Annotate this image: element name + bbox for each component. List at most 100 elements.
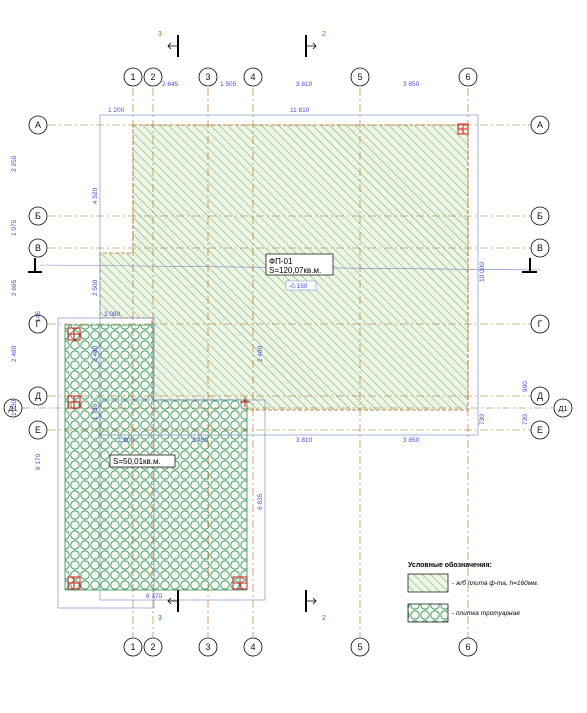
axis-bubble-h-3	[530, 314, 550, 334]
axis-bubble-h-2	[28, 238, 48, 258]
axis-label-v-1: 1	[130, 642, 135, 652]
axis-bubble-v-1	[123, 67, 143, 87]
axis-label-extra: Д1	[558, 404, 567, 413]
section-arrows	[167, 42, 317, 605]
axis-label-h-4: Д	[35, 391, 41, 401]
level-mark: -0.150	[289, 283, 308, 290]
dim-slab-7: 3 810	[296, 437, 313, 444]
legend-paving-swatch	[407, 603, 449, 623]
axis-label-v-2: 2	[150, 72, 155, 82]
axis-bubble-v-6	[458, 67, 478, 87]
axis-bubble-v-2	[143, 67, 163, 87]
slab-label: ФП-01 S=120,07кв.м.	[265, 253, 334, 276]
slab-zone	[99, 124, 469, 431]
dim-left-overall: 9 170	[35, 453, 42, 470]
dim-left-small: 145	[35, 311, 42, 322]
dim-right-overall: 10 000	[479, 262, 486, 282]
dim-inner-1: 4 520	[92, 187, 99, 204]
dim-left-5: 1 230	[11, 399, 18, 416]
dim-left-4: 2 480	[11, 345, 18, 362]
slab-area: S=120,07кв.м.	[269, 266, 321, 275]
section-label-top-left: 3	[158, 31, 162, 38]
axis-label-h-3: Г	[538, 319, 543, 329]
axis-bubble-v-4	[243, 67, 263, 87]
dim-top-4: 3 850	[403, 81, 420, 88]
axis-bubble-h-2	[530, 238, 550, 258]
axis-label-h-4: Д	[537, 391, 543, 401]
dim-slab-4: 6 370	[146, 593, 163, 600]
dim-right-small-1: 900	[522, 381, 529, 392]
axis-label-h-2: В	[35, 243, 41, 253]
section-label-top-right: 2	[322, 31, 326, 38]
axis-label-h-0: А	[35, 120, 41, 130]
axis-label-extra: Д1	[8, 404, 17, 413]
axis-label-h-3: Г	[36, 319, 41, 329]
axis-label-h-5: Е	[35, 425, 41, 435]
paving-label: S=50,01кв.м.	[109, 454, 176, 468]
dim-top-3: 3 810	[296, 81, 313, 88]
legend-paving-label: - плитка тротуарная	[452, 610, 520, 617]
legend-slab-swatch	[407, 573, 449, 593]
dim-slab-6: 3 450	[192, 437, 209, 444]
axis-bubble-extra	[3, 398, 23, 418]
dim-inner-3: 2 480	[92, 345, 99, 362]
legend: Условные обозначения: - ж/б плита ф-та, …	[407, 561, 539, 623]
axis-bubble-v-3	[198, 637, 218, 657]
axis-bubble-h-4	[530, 386, 550, 406]
axis-label-h-1: Б	[537, 211, 543, 221]
axis-bubble-v-5	[350, 67, 370, 87]
dim-inner-2: 2 500	[92, 279, 99, 296]
axis-bubble-h-3	[28, 314, 48, 334]
axis-bubble-h-1	[530, 206, 550, 226]
axis-bubble-v-6	[458, 637, 478, 657]
axis-bubble-h-5	[530, 420, 550, 440]
dim-right-small-2: 730	[522, 414, 529, 425]
axis-label-h-0: А	[537, 120, 543, 130]
axis-bubble-v-3	[198, 67, 218, 87]
axis-label-v-2: 2	[150, 642, 155, 652]
axis-label-h-1: Б	[35, 211, 41, 221]
dim-slab-5: 1 900	[118, 437, 135, 444]
axis-bubble-v-4	[243, 637, 263, 657]
axis-label-v-5: 5	[357, 72, 362, 82]
axis-label-h-2: В	[537, 243, 543, 253]
axis-label-v-3: 3	[205, 72, 210, 82]
paving-area: S=50,01кв.м.	[113, 457, 161, 466]
axis-bubble-v-2	[143, 637, 163, 657]
axis-label-v-6: 6	[465, 642, 470, 652]
dim-left-2: 1 075	[11, 219, 18, 236]
section-label-bottom-right: 2	[322, 615, 326, 622]
axis-label-v-6: 6	[465, 72, 470, 82]
axis-label-v-5: 5	[357, 642, 362, 652]
dim-slab-1: 3 080	[104, 311, 121, 318]
dim-left-3: 2 695	[11, 279, 18, 296]
dim-slab-9: 1 730	[92, 403, 99, 420]
dim-slab-2: 2 480	[257, 345, 264, 362]
axis-bubble-h-5	[28, 420, 48, 440]
dim-top-2: 1 505	[220, 81, 237, 88]
axis-bubble-h-0	[530, 115, 550, 135]
axis-label-v-1: 1	[130, 72, 135, 82]
dim-left-1: 3 250	[11, 155, 18, 172]
axis-label-v-4: 4	[250, 642, 255, 652]
slab-code: ФП-01	[269, 257, 293, 266]
dim-slab-8: 3 850	[403, 437, 420, 444]
vertical-grid-axes: 1 1 2 2 3 3 4 4 5 5 6 6	[123, 67, 478, 657]
dim-top-overall: 11 810	[290, 107, 310, 114]
dim-top-offset: 1 200	[108, 107, 125, 114]
axis-bubble-h-0	[28, 115, 48, 135]
axis-label-v-4: 4	[250, 72, 255, 82]
axis-bubble-v-1	[123, 637, 143, 657]
section-label-bottom-left: 3	[158, 615, 162, 622]
corner-markers	[67, 123, 469, 590]
axis-bubble-h-1	[28, 206, 48, 226]
axis-bubble-h-4	[28, 386, 48, 406]
axis-bubble-v-5	[350, 637, 370, 657]
legend-title: Условные обозначения:	[408, 561, 492, 569]
dim-top-1: 2 645	[162, 81, 179, 88]
legend-slab-label: - ж/б плита ф-та, h=160мм.	[452, 579, 539, 587]
level-box	[285, 280, 317, 291]
axis-bubble-extra	[553, 398, 573, 418]
